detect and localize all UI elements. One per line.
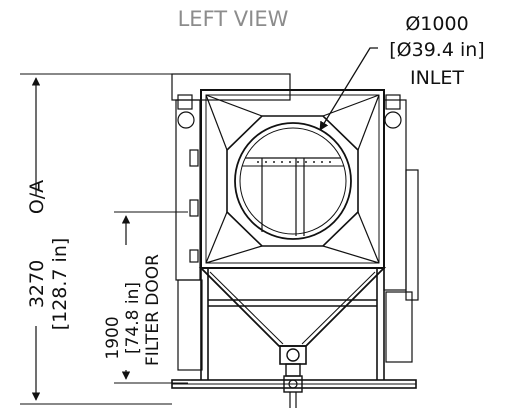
- overall-height-dimension: O/A 3270 [128.7 in]: [20, 73, 172, 405]
- rotary-valve: [286, 348, 300, 362]
- inlet-transition: [226, 115, 359, 247]
- bolt-row: [257, 161, 331, 163]
- inlet-label: INLET: [410, 67, 464, 89]
- inlet-callout: Ø1000 [Ø39.4 in] INLET: [319, 13, 485, 131]
- support-frame: [200, 268, 385, 380]
- dust-collector-drawing: [171, 73, 419, 408]
- filter-door-mm: 1900: [103, 316, 123, 359]
- filter-door-label: FILTER DOOR: [143, 254, 163, 366]
- door-hinges: [189, 149, 199, 263]
- inlet-opening: [234, 122, 352, 240]
- right-side-panel: [383, 99, 407, 291]
- right-side-module: [405, 169, 419, 301]
- main-housing-inner: [205, 94, 380, 264]
- lower-left-module: [177, 279, 203, 371]
- left-side-panel: [175, 99, 201, 281]
- inlet-diameter-mm: Ø1000: [405, 13, 468, 35]
- filter-door-dimension: 1900 [74.8 in] FILTER DOOR: [103, 211, 188, 384]
- inlet-leader-line: [319, 47, 378, 131]
- view-title: LEFT VIEW: [178, 7, 289, 31]
- rear-housing: [171, 73, 291, 101]
- hopper: [198, 267, 387, 347]
- lower-right-module: [385, 291, 413, 363]
- overall-height-label: O/A: [26, 180, 48, 214]
- inlet-diameter-in: [Ø39.4 in]: [389, 39, 484, 61]
- overall-height-mm: 3270: [26, 260, 48, 308]
- filter-door-in: [74.8 in]: [123, 282, 143, 354]
- overall-height-in: [128.7 in]: [49, 238, 71, 331]
